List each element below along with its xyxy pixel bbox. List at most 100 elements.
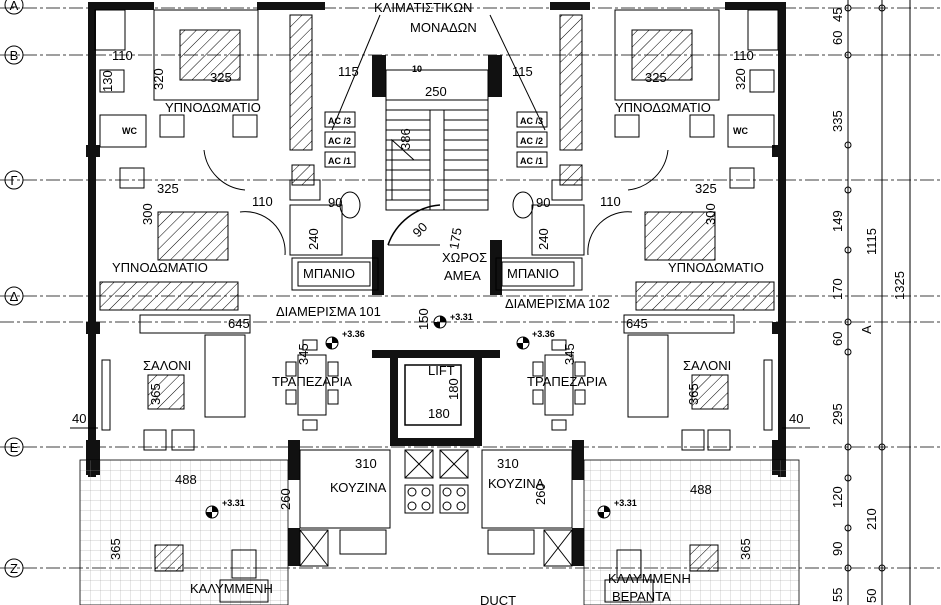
room-label-bath-right: ΜΠΑΝΙΟ — [507, 266, 559, 281]
lift-label: LIFT — [428, 363, 455, 378]
ac-label-right-2: AC /2 — [520, 136, 543, 146]
ac-label-right-3: AC /3 — [520, 116, 543, 126]
room-label-kitchen-left: ΚΟΥΖΙΝΑ — [330, 480, 387, 495]
axis-bubble-g: Γ — [4, 170, 24, 190]
svg-text:320: 320 — [733, 68, 748, 90]
svg-text:60: 60 — [830, 332, 845, 346]
svg-text:10: 10 — [412, 64, 422, 74]
level-label-3: +3.36 — [532, 329, 555, 339]
room-label-apartment-left: ΔΙΑΜΕΡΙΣΜΑ 101 — [276, 304, 381, 319]
ac-units-right — [516, 111, 548, 168]
svg-text:110: 110 — [252, 194, 273, 209]
svg-text:300: 300 — [703, 203, 718, 225]
room-label-wc-right: WC — [733, 126, 748, 136]
svg-text:Γ: Γ — [10, 173, 17, 188]
svg-text:325: 325 — [157, 181, 179, 196]
level-label-4: +3.31 — [222, 498, 245, 508]
svg-text:210: 210 — [864, 508, 879, 530]
level-markers — [205, 315, 611, 519]
svg-text:365: 365 — [148, 383, 163, 405]
section-marker-a: A — [859, 325, 874, 334]
svg-text:130: 130 — [100, 70, 115, 92]
room-label-wc-left: WC — [122, 126, 137, 136]
ac-label-left-3: AC /3 — [328, 116, 351, 126]
svg-text:Β: Β — [10, 48, 19, 63]
svg-text:1115: 1115 — [864, 228, 879, 255]
level-label-5: +3.31 — [614, 498, 637, 508]
axis-bubble-d: Δ — [4, 286, 24, 306]
axis-bubble-z: Ζ — [4, 558, 24, 578]
svg-text:1325: 1325 — [892, 271, 907, 300]
svg-text:40: 40 — [789, 411, 803, 426]
room-label-kitchen-right: ΚΟΥΖΙΝΑ — [488, 476, 545, 491]
svg-text:300: 300 — [140, 203, 155, 225]
svg-text:365: 365 — [686, 383, 701, 405]
header-text-line-2: ΜΟΝΑΔΩΝ — [410, 20, 477, 35]
svg-text:Δ: Δ — [10, 289, 19, 304]
level-label-2: +3.31 — [450, 312, 473, 322]
ac-label-left-1: AC /1 — [328, 156, 351, 166]
svg-text:365: 365 — [108, 538, 123, 560]
room-label-veranda-left: ΚΑΛΥΜΜΕΝΗ — [190, 581, 273, 596]
accessible-space-label-2: ΑΜΕΑ — [444, 268, 481, 283]
svg-text:260: 260 — [278, 488, 293, 510]
svg-text:488: 488 — [690, 482, 712, 497]
room-label-living-left: ΣΑΛΟΝΙ — [143, 358, 191, 373]
svg-text:45: 45 — [830, 8, 845, 22]
room-label-dining-right: ΤΡΑΠΕΖΑΡΙΑ — [527, 374, 607, 389]
svg-text:150: 150 — [416, 308, 431, 330]
svg-text:90: 90 — [536, 195, 550, 210]
stair-core — [372, 55, 502, 295]
right-dimension-chain — [844, 0, 911, 605]
ac-label-left-2: AC /2 — [328, 136, 351, 146]
svg-text:240: 240 — [306, 228, 321, 250]
interior-dimensions: 110 110 320 320 130 325 325 115 115 325 … — [70, 48, 810, 560]
svg-text:488: 488 — [175, 472, 197, 487]
room-label-apartment-right: ΔΙΑΜΕΡΙΣΜΑ 102 — [505, 296, 610, 311]
svg-text:325: 325 — [645, 70, 667, 85]
level-label-1: +3.36 — [342, 329, 365, 339]
svg-text:325: 325 — [210, 70, 232, 85]
svg-text:50: 50 — [864, 589, 879, 603]
svg-text:Ζ: Ζ — [10, 561, 18, 576]
svg-text:55: 55 — [830, 588, 845, 602]
svg-text:60: 60 — [830, 31, 845, 45]
svg-text:175: 175 — [446, 227, 465, 251]
svg-text:90: 90 — [830, 542, 845, 556]
room-label-bedroom-mid-left: ΥΠΝΟΔΩΜΑΤΙΟ — [112, 260, 208, 275]
apartment-left — [79, 9, 434, 605]
svg-text:120: 120 — [830, 486, 845, 508]
svg-text:320: 320 — [151, 68, 166, 90]
ac-label-right-1: AC /1 — [520, 156, 543, 166]
apartment-right — [439, 9, 800, 605]
svg-text:240: 240 — [536, 228, 551, 250]
accessible-space-label: ΧΩΡΟΣ — [442, 250, 487, 265]
svg-text:365: 365 — [738, 538, 753, 560]
svg-text:110: 110 — [112, 48, 133, 63]
svg-text:645: 645 — [626, 316, 648, 331]
svg-text:115: 115 — [338, 64, 359, 79]
svg-text:180: 180 — [446, 378, 461, 400]
svg-text:295: 295 — [830, 403, 845, 425]
svg-text:Ε: Ε — [10, 440, 19, 455]
svg-text:149: 149 — [830, 210, 845, 232]
svg-text:110: 110 — [600, 194, 621, 209]
svg-text:310: 310 — [355, 456, 377, 471]
room-label-veranda-right-2: ΒΕΡΑΝΤΑ — [612, 589, 671, 604]
lift-shaft — [372, 350, 500, 446]
room-label-veranda-right: ΚΑΛΥΜΜΕΝΗ — [608, 571, 691, 586]
axis-bubble-b: Β — [4, 45, 24, 65]
axis-bubble-a: Α — [4, 0, 24, 15]
room-label-bedroom-mid-right: ΥΠΝΟΔΩΜΑΤΙΟ — [668, 260, 764, 275]
svg-text:40: 40 — [72, 411, 86, 426]
svg-text:115: 115 — [512, 64, 533, 79]
svg-text:90: 90 — [328, 195, 342, 210]
axis-bubbles: Α Β Γ Δ Ε Ζ — [4, 0, 24, 578]
svg-text:Α: Α — [10, 0, 19, 13]
svg-text:170: 170 — [830, 278, 845, 300]
ac-units-left — [324, 111, 356, 168]
room-label-duct: DUCT — [480, 593, 516, 605]
svg-text:110: 110 — [733, 48, 754, 63]
svg-text:645: 645 — [228, 316, 250, 331]
